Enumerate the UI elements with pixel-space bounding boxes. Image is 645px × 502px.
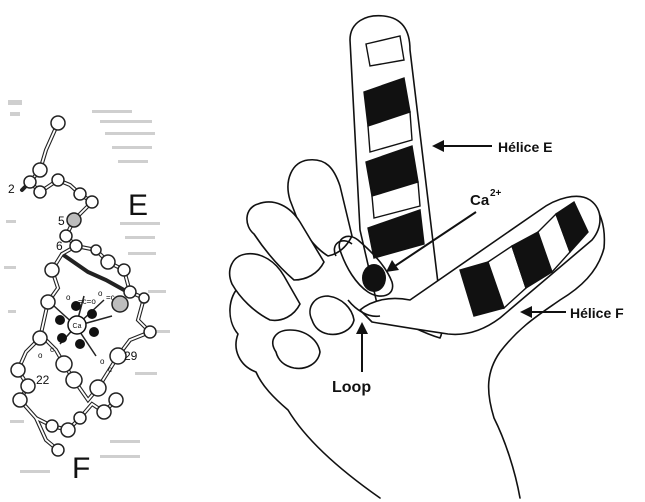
label-f: F — [72, 452, 90, 485]
residue-29: 29 — [124, 349, 138, 363]
backbone-atoms — [11, 116, 156, 456]
svg-text:o: o — [98, 289, 103, 298]
helix-f-label: Hélice F — [570, 305, 624, 321]
calcium-ion-right — [362, 264, 386, 292]
left-panel-structure: o=c=o o=c co oc Ca 2 5 6 29 22 E F — [4, 100, 170, 485]
svg-text:o: o — [38, 351, 43, 360]
svg-text:c: c — [50, 345, 54, 354]
helix-e-label: Hélice E — [498, 139, 552, 155]
scan-noise — [4, 100, 170, 473]
label-e: E — [128, 189, 148, 222]
residue-22: 22 — [36, 373, 50, 387]
residue-5: 5 — [58, 214, 65, 228]
svg-text:o: o — [100, 357, 105, 366]
residue-6: 6 — [56, 239, 63, 253]
calcium-label: Ca — [470, 192, 490, 209]
residue-2: 2 — [8, 182, 15, 196]
folded-finger-4 — [310, 296, 354, 334]
svg-text:=c: =c — [106, 293, 115, 302]
calcium-charge: 2+ — [490, 188, 502, 199]
svg-text:o: o — [66, 293, 71, 302]
svg-text:c: c — [108, 365, 112, 374]
loop-label: Loop — [332, 379, 371, 396]
calcium-label-left: Ca — [73, 323, 82, 330]
